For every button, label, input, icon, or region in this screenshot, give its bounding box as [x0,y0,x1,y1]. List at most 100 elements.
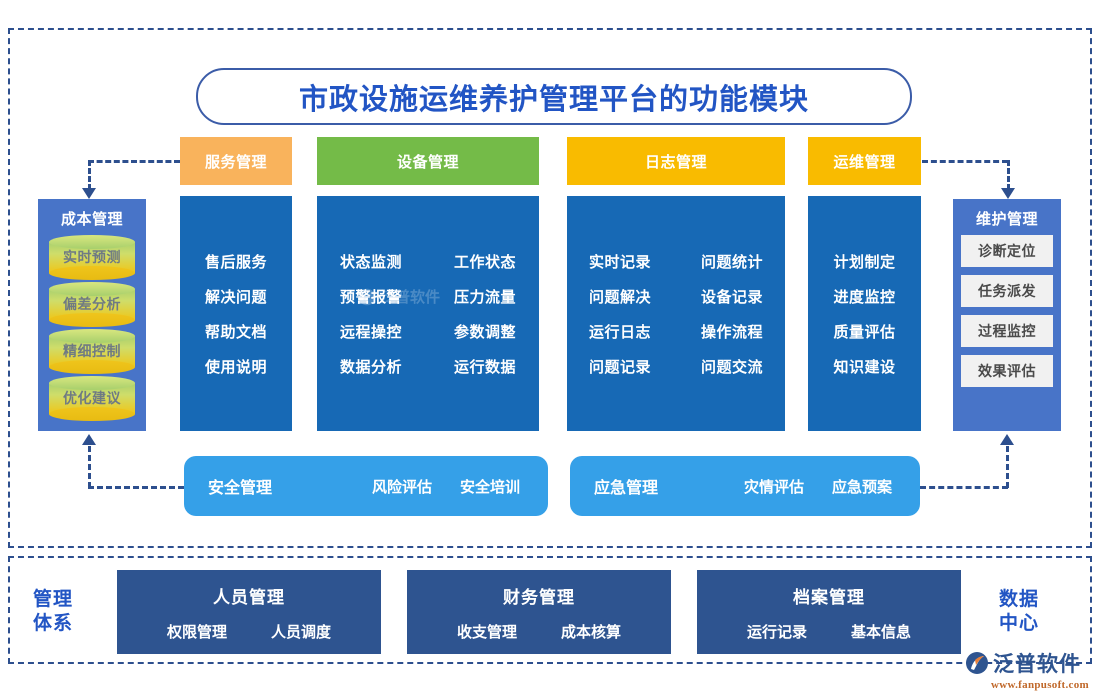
connector-service-to-cost-h [88,160,180,163]
emergency-management-bar: 应急管理 灾情评估 应急预案 [570,456,920,516]
brand-watermark-url: www.fanpusoft.com [991,679,1089,691]
cost-cylinder-0[interactable]: 实时预测 [49,235,135,280]
cylinder-top [49,329,135,343]
management-system-label-line1: 管理 [32,589,73,610]
item-log-0[interactable]: 实时记录 [588,253,651,271]
cost-cylinder-2[interactable]: 精细控制 [49,329,135,374]
bottom-box-finance-title: 财务管理 [503,587,575,607]
archive-item-0[interactable]: 运行记录 [746,623,807,641]
item-equipment-3[interactable]: 压力流量 [453,288,516,306]
bottom-box-finance-items: 收支管理 成本核算 [457,621,621,642]
page-title: 市政设施运维养护管理平台的功能模块 [196,68,912,125]
emergency-item-0[interactable]: 灾情评估 [743,478,804,496]
cost-cylinder-0-label: 实时预测 [63,249,121,265]
item-ops-0[interactable]: 计划制定 [833,253,896,271]
item-ops-2[interactable]: 质量评估 [833,323,896,341]
emergency-item-1[interactable]: 应急预案 [831,478,892,496]
bottom-box-personnel-items: 权限管理 人员调度 [167,621,331,642]
safety-item-0[interactable]: 风险评估 [371,478,432,496]
bottom-box-personnel: 人员管理 权限管理 人员调度 [117,570,381,654]
management-system-label: 管理 体系 [22,588,84,636]
bottom-box-archive: 档案管理 运行记录 基本信息 [697,570,961,654]
category-header-equipment[interactable]: 设备管理 [317,137,539,185]
bottom-box-archive-title: 档案管理 [793,587,865,607]
item-log-5[interactable]: 操作流程 [700,323,763,341]
item-log-2[interactable]: 问题解决 [588,288,651,306]
personnel-item-1[interactable]: 人员调度 [271,623,332,641]
item-log-1[interactable]: 问题统计 [700,253,763,271]
connector-ops-to-maintenance-h [922,160,1008,163]
item-log-6[interactable]: 问题记录 [588,358,651,376]
arrow-to-cost-management [82,188,96,199]
category-header-ops[interactable]: 运维管理 [808,137,921,185]
fanpu-logo-icon [966,652,988,674]
item-log-7[interactable]: 问题交流 [700,358,763,376]
maintenance-management-title: 维护管理 [975,211,1038,228]
item-ops-1[interactable]: 进度监控 [833,288,896,306]
item-equipment-6[interactable]: 数据分析 [339,358,402,376]
item-service-1[interactable]: 解决问题 [204,288,267,306]
arrow-to-maintenance-management [1001,188,1015,199]
connector-safety-to-cost-v [88,446,91,488]
emergency-management-items: 灾情评估 应急预案 [744,476,892,497]
panel-service: 售后服务 解决问题 帮助文档 使用说明 [180,196,292,431]
personnel-item-0[interactable]: 权限管理 [166,623,227,641]
safety-item-1[interactable]: 安全培训 [459,478,520,496]
maintenance-chip-2[interactable]: 过程监控 [961,315,1053,347]
cost-management-cylinders: 实时预测 偏差分析 精细控制 优化建议 [49,235,135,421]
bottom-box-finance: 财务管理 收支管理 成本核算 [407,570,671,654]
cylinder-top [49,282,135,296]
data-center-label-line1: 数据 [998,589,1039,610]
data-center-label: 数据 中心 [988,588,1050,636]
safety-management-bar: 安全管理 风险评估 安全培训 [184,456,548,516]
bottom-box-personnel-title: 人员管理 [213,587,285,607]
maintenance-chip-3[interactable]: 效果评估 [961,355,1053,387]
brand-watermark-text: 泛普软件 [993,653,1081,676]
page-title-text: 市政设施运维养护管理平台的功能模块 [298,83,809,116]
maintenance-chip-0[interactable]: 诊断定位 [961,235,1053,267]
item-equipment-4[interactable]: 远程操控 [339,323,402,341]
cost-cylinder-3[interactable]: 优化建议 [49,376,135,421]
panel-equipment: 状态监测 工作状态 预警报警 压力流量 远程操控 参数调整 数据分析 运行数据 [317,196,539,431]
maintenance-chip-1[interactable]: 任务派发 [961,275,1053,307]
finance-item-1[interactable]: 成本核算 [561,623,622,641]
archive-item-1[interactable]: 基本信息 [851,623,912,641]
emergency-management-title: 应急管理 [594,480,659,497]
item-equipment-7[interactable]: 运行数据 [453,358,516,376]
cylinder-bottom [49,266,135,280]
cylinder-bottom [49,313,135,327]
finance-item-0[interactable]: 收支管理 [456,623,517,641]
item-service-2[interactable]: 帮助文档 [204,323,267,341]
connector-safety-to-cost-h [88,486,184,489]
category-header-service-label: 服务管理 [204,153,267,171]
category-header-log[interactable]: 日志管理 [567,137,785,185]
item-log-3[interactable]: 设备记录 [700,288,763,306]
connector-emergency-to-maintenance-v [1006,446,1009,488]
category-header-service[interactable]: 服务管理 [180,137,292,185]
cost-management-box: 成本管理 实时预测 偏差分析 精细控制 [38,199,146,431]
category-header-ops-label: 运维管理 [833,153,896,171]
item-log-4[interactable]: 运行日志 [588,323,651,341]
safety-management-title: 安全管理 [208,480,273,497]
item-equipment-5[interactable]: 参数调整 [453,323,516,341]
item-equipment-2[interactable]: 预警报警 [339,288,402,306]
cost-cylinder-1[interactable]: 偏差分析 [49,282,135,327]
brand-watermark-row: 泛普软件 [965,648,1095,678]
cost-cylinder-1-label: 偏差分析 [63,296,121,312]
main-diagram-frame [8,28,1092,548]
item-service-0[interactable]: 售后服务 [204,253,267,271]
arrow-maintenance-management-up [1000,434,1014,445]
category-header-equipment-label: 设备管理 [396,153,459,171]
bottom-box-archive-items: 运行记录 基本信息 [747,621,911,642]
cost-cylinder-2-label: 精细控制 [63,343,121,359]
item-equipment-0[interactable]: 状态监测 [339,253,402,271]
cost-cylinder-3-label: 优化建议 [63,390,121,406]
connector-service-to-cost-v [88,160,91,190]
item-equipment-1[interactable]: 工作状态 [453,253,516,271]
item-service-3[interactable]: 使用说明 [204,358,267,376]
arrow-cost-management-up [82,434,96,445]
item-ops-3[interactable]: 知识建设 [833,358,896,376]
data-center-label-line2: 中心 [998,613,1039,634]
brand-watermark: 泛普软件 www.fanpusoft.com [965,648,1095,696]
